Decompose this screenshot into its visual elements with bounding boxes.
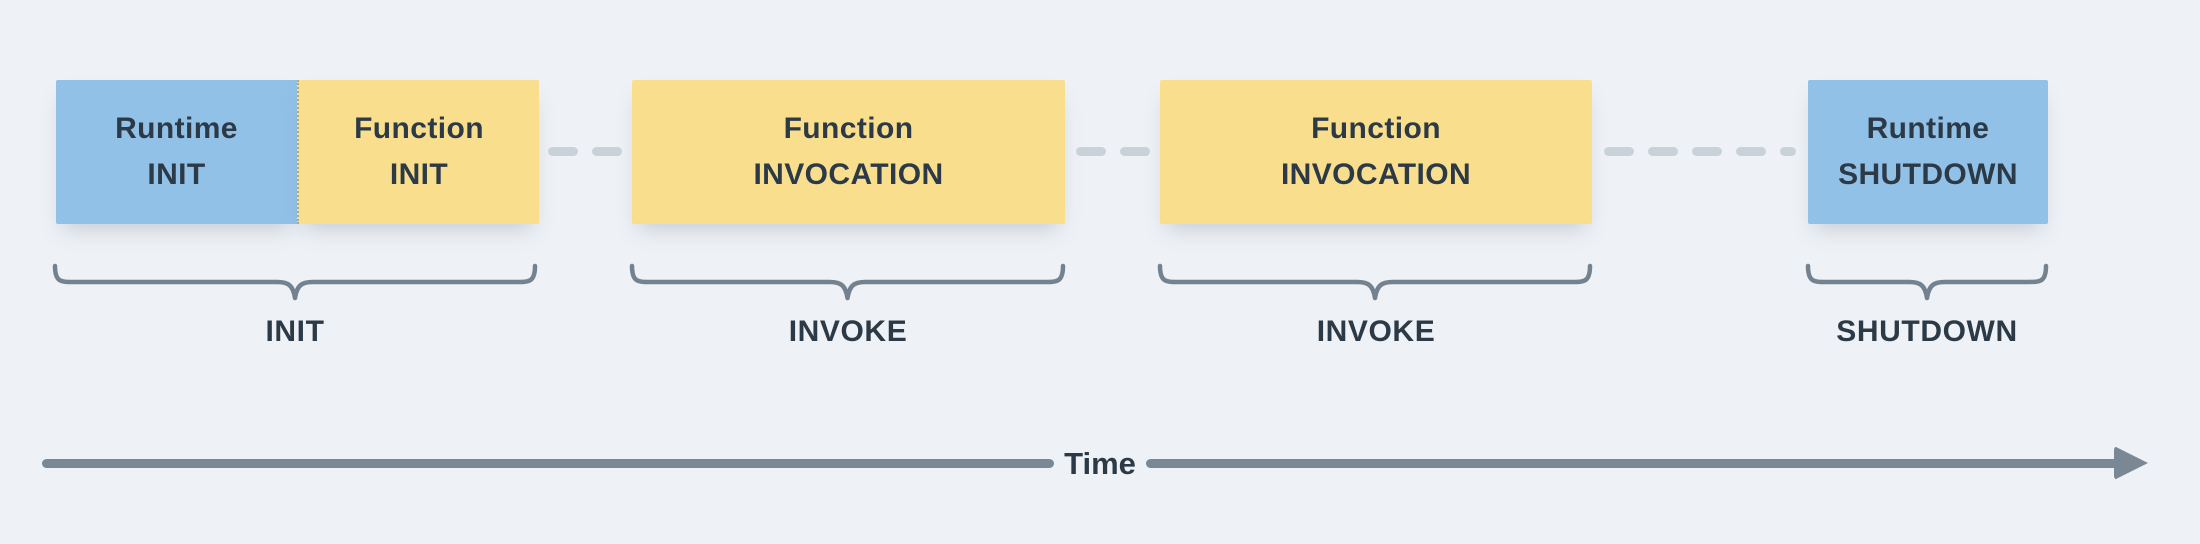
phase-label-invoke-1: INVOKE	[788, 315, 908, 348]
box-runtime-init: Runtime INIT	[56, 80, 297, 224]
box-label-line2: INIT	[389, 158, 449, 191]
box-label-line1: Runtime	[115, 112, 238, 145]
box-label-line2: INVOCATION	[1280, 158, 1472, 191]
dashed-connector	[1076, 147, 1150, 156]
brace-invoke-2	[1157, 263, 1593, 301]
dash	[548, 147, 578, 156]
box-runtime-shutdown: Runtime SHUTDOWN	[1808, 80, 2048, 224]
time-axis-arrowhead-icon	[2114, 446, 2148, 480]
dashed-connector	[548, 147, 622, 156]
dash	[1648, 147, 1678, 156]
phase-label-init: INIT	[265, 315, 325, 348]
box-label-line2: INIT	[147, 158, 206, 191]
box-label-line2: SHUTDOWN	[1838, 158, 2018, 191]
box-label-line1: Runtime	[1866, 112, 1990, 145]
dash	[1780, 147, 1796, 156]
phase-label-invoke-2: INVOKE	[1316, 315, 1436, 348]
brace-shutdown	[1805, 263, 2049, 301]
time-axis-left-segment	[42, 459, 1054, 468]
box-label-line1: Function	[1311, 112, 1441, 145]
box-label-line2: INVOCATION	[753, 158, 944, 191]
box-label-line1: Function	[783, 112, 914, 145]
brace-invoke-1	[629, 263, 1066, 301]
box-function-invocation-2: Function INVOCATION	[1160, 80, 1592, 224]
dash	[1736, 147, 1766, 156]
time-axis-label: Time	[1064, 446, 1136, 481]
box-function-init: Function INIT	[297, 80, 539, 224]
dash	[1120, 147, 1150, 156]
box-label-line1: Function	[354, 112, 484, 145]
dash	[1692, 147, 1722, 156]
brace-init	[52, 263, 538, 301]
box-function-invocation-1: Function INVOCATION	[632, 80, 1065, 224]
dash	[1076, 147, 1106, 156]
phase-label-shutdown: SHUTDOWN	[1836, 315, 2018, 348]
dashed-connector	[1604, 147, 1796, 156]
dash	[1604, 147, 1634, 156]
time-axis-right-segment	[1146, 459, 2118, 468]
dash	[592, 147, 622, 156]
